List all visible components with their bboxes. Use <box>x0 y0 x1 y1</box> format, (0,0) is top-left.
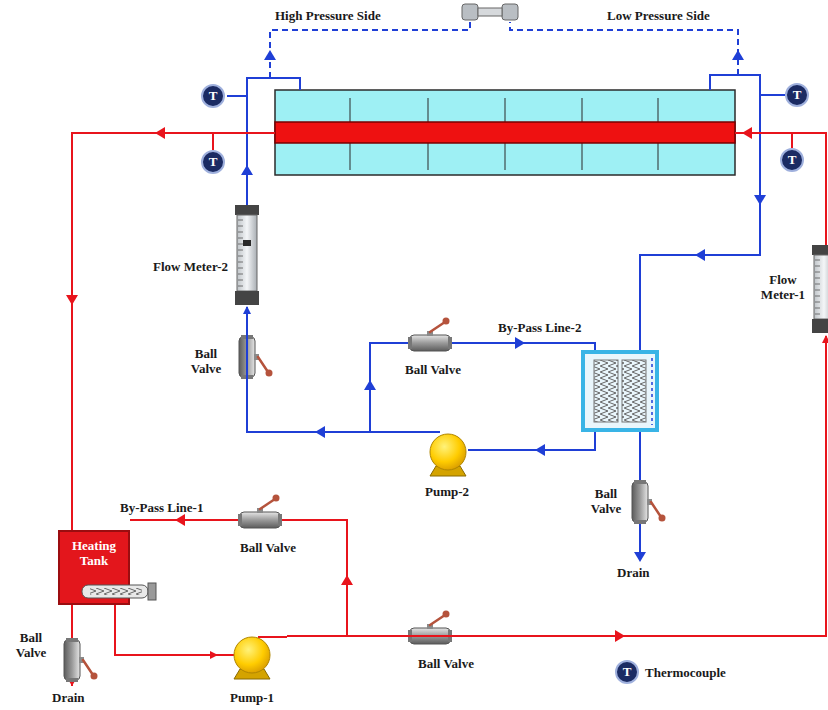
part-label: Pump-2 <box>425 484 469 499</box>
thermocouple-letter: T <box>209 155 218 169</box>
valve-label: Ball Valve <box>240 540 296 555</box>
flow-meter: Flow Meter-2 <box>136 203 264 307</box>
valve-label: Ball Valve <box>405 362 461 377</box>
legend-text: Thermocouple <box>645 665 726 680</box>
pipe-connector <box>247 307 412 432</box>
pipe-connector <box>287 336 826 636</box>
thermocouple-letter: T <box>788 153 797 167</box>
valve-label: Ball Valve <box>183 346 229 376</box>
thermocouple-letter: T <box>209 89 218 103</box>
line-label: By-Pass Line-1 <box>120 500 203 515</box>
drain-label: Drain <box>617 565 650 580</box>
flow-meter: Flow Meter-1 <box>752 240 828 336</box>
part-label: Pump-1 <box>230 690 274 705</box>
valve-label: Ball Valve <box>8 630 54 660</box>
valve-label: Ball Valve <box>583 486 629 516</box>
side-label: Low Pressure Side <box>607 8 710 23</box>
line-label: By-Pass Line-2 <box>498 320 581 335</box>
pipe-connector <box>115 605 217 655</box>
thermocouple-letter: T <box>793 88 802 102</box>
part-label: Heating Tank <box>64 538 124 568</box>
legend-symbol: T <box>615 660 639 684</box>
part-label: Flow Meter-2 <box>153 259 228 274</box>
thermocouple: T <box>201 150 225 174</box>
valve-label: Ball Valve <box>418 656 474 671</box>
thermocouple: T <box>201 84 225 108</box>
side-label: High Pressure Side <box>275 8 381 23</box>
thermocouple-letter: T <box>623 665 632 679</box>
thermocouple: T <box>785 83 809 107</box>
part-label: Flow Meter-1 <box>756 272 810 302</box>
pump: Pump-1 <box>217 632 287 708</box>
pump: Pump-2 <box>412 428 482 502</box>
drain-label: Drain <box>52 690 85 705</box>
thermocouple: T <box>780 148 804 172</box>
heating-tank: Heating Tank <box>58 530 130 605</box>
